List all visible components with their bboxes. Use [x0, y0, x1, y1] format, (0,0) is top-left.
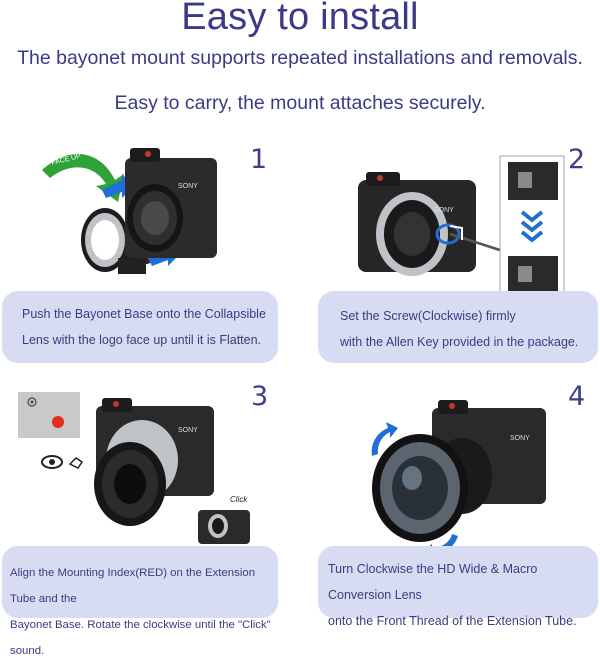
step-1-caption-line-2: Lens with the logo face up until it is F… [22, 333, 262, 347]
step-4-illustration: SONY [371, 400, 546, 560]
step-1-number: 1 [250, 144, 268, 175]
click-label: Click [230, 495, 248, 504]
step-1-caption: Push the Bayonet Base onto the Collapsib… [2, 291, 278, 363]
step-4-caption: Turn Clockwise the HD Wide & Macro Conve… [318, 546, 598, 628]
down-chevrons-icon [520, 210, 544, 243]
subtitle-line-1: The bayonet mount supports repeated inst… [17, 47, 583, 69]
step-4-number: 4 [568, 381, 586, 412]
step-2-number: 2 [568, 144, 586, 175]
step-2-caption-line-1: Set the Screw(Clockwise) firmly [340, 309, 516, 323]
camera-brand-label: SONY [434, 207, 454, 214]
page-title: Easy to install [181, 0, 419, 38]
camera-brand-label: SONY [178, 183, 198, 190]
step-2-caption-line-2: with the Allen Key provided in the packa… [340, 335, 579, 349]
step-3-number: 3 [251, 381, 269, 412]
camera-brand-label: SONY [510, 435, 530, 442]
step-2-illustration: SONY [358, 155, 565, 302]
step-2-caption: Set the Screw(Clockwise) firmly with the… [318, 291, 598, 363]
step-3-caption-line-1: Align the Mounting Index(RED) on the Ext… [10, 567, 256, 605]
step-3-caption: Align the Mounting Index(RED) on the Ext… [2, 546, 278, 657]
eye-icon [27, 397, 37, 407]
eye-icon [41, 455, 63, 469]
rotate-arrow-icon [371, 422, 398, 456]
step-4-caption-line-1: Turn Clockwise the HD Wide & Macro Conve… [328, 562, 538, 602]
step-4-caption-line-2: onto the Front Thread of the Extension T… [328, 614, 577, 628]
step-3-caption-line-2: Bayonet Base. Rotate the clockwise until… [10, 619, 271, 657]
step-1-caption-line-1: Push the Bayonet Base onto the Collapsib… [22, 307, 266, 321]
sound-icon [68, 457, 84, 469]
screw-highlight [435, 223, 461, 245]
camera-brand-label: SONY [178, 427, 198, 434]
step-3-illustration: SONY Click [18, 392, 250, 544]
step-1-illustration: FACE UP SONY [42, 148, 217, 274]
subtitle-line-2: Easy to carry, the mount attaches secure… [114, 92, 486, 114]
